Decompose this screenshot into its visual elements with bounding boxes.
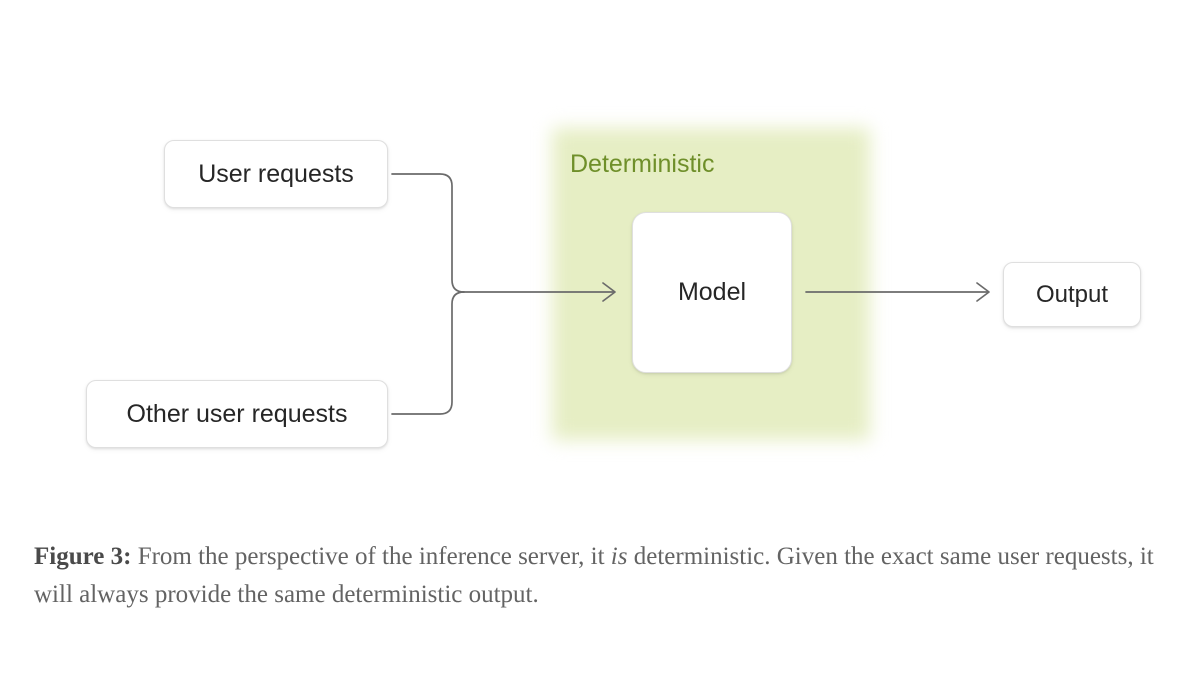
diagram-canvas: Deterministic User requests — [86, 128, 1141, 448]
figure-caption-text-after-italic: deterministic. Given the exact same user… — [34, 543, 1154, 608]
figure-caption-italic-word: is — [610, 543, 628, 570]
edge-user-requests-to-model — [391, 173, 465, 293]
figure-caption-label: Figure 3: — [34, 543, 132, 570]
node-model[interactable]: Model — [632, 212, 792, 373]
node-other-user-requests[interactable]: Other user requests — [86, 380, 388, 448]
deterministic-region-label: Deterministic — [570, 150, 715, 178]
node-output[interactable]: Output — [1003, 262, 1141, 327]
node-user-requests[interactable]: User requests — [164, 140, 388, 208]
arrowhead-into-output — [976, 282, 990, 302]
node-model-label: Model — [677, 278, 747, 306]
figure-caption-text-before-italic: From the perspective of the inference se… — [131, 543, 611, 570]
node-user-requests-label: User requests — [198, 159, 354, 188]
node-other-user-requests-label: Other user requests — [126, 399, 348, 428]
edge-other-user-requests-to-model — [391, 291, 465, 415]
figure-caption: Figure 3: From the perspective of the in… — [34, 538, 1164, 614]
node-output-label: Output — [1035, 280, 1109, 308]
